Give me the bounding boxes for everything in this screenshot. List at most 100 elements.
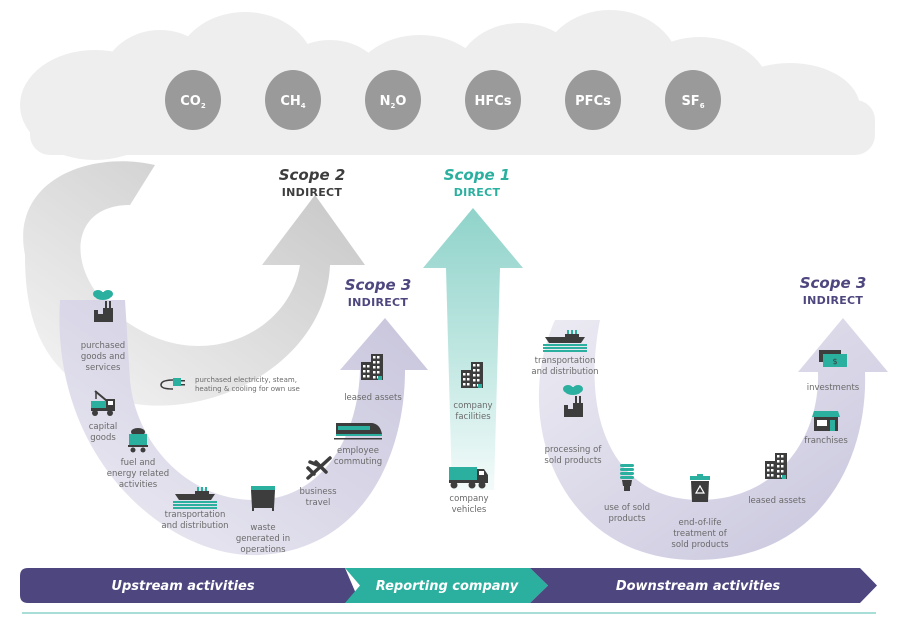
scope3-downstream-title: Scope 3 — [800, 274, 867, 292]
gas-bubble: N2O — [365, 70, 421, 130]
item-caption: transportation — [535, 356, 596, 366]
scope1-subtitle: DIRECT — [454, 186, 501, 199]
item-caption: transportation — [165, 510, 226, 520]
item-caption: fuel and — [121, 458, 156, 468]
item-caption: waste — [250, 523, 275, 533]
ship-icon — [173, 487, 217, 509]
item-caption: commuting — [334, 457, 382, 467]
band-reporting-label: Reporting company — [376, 579, 519, 594]
scope2-title: Scope 2 — [279, 166, 346, 184]
item-caption: purchased electricity, steam, — [195, 376, 297, 384]
gas-circle — [465, 70, 521, 130]
item-caption: goods and — [81, 352, 125, 362]
item-caption: company — [449, 494, 488, 504]
gas-circle — [265, 70, 321, 130]
train-icon — [334, 423, 382, 440]
item-caption: capital — [89, 422, 118, 432]
item-caption: sold products — [544, 456, 602, 466]
gas-formula: PFCs — [575, 94, 611, 109]
item-caption: business — [299, 487, 337, 497]
crane-truck-icon — [91, 390, 115, 416]
item-caption: and distribution — [531, 367, 598, 377]
item-caption: company — [453, 401, 492, 411]
recycle-bin-icon — [690, 474, 710, 502]
item-caption: generated in — [236, 534, 290, 544]
scope3-upstream-arrow — [59, 300, 428, 556]
downstream-item: $ investments — [807, 350, 860, 393]
gas-formula: N2O — [380, 94, 407, 110]
light-bulb-icon — [620, 464, 634, 491]
gas-circle — [165, 70, 221, 130]
item-caption: treatment of — [673, 529, 728, 539]
building-icon — [461, 362, 483, 388]
building-icon — [361, 354, 383, 380]
scope1-arrow — [423, 208, 523, 490]
gas-bubble: CH4 — [265, 70, 321, 130]
band-downstream-label: Downstream activities — [616, 579, 781, 594]
scope3-downstream-label: Scope 3 INDIRECT — [800, 274, 867, 307]
item-caption: use of sold — [604, 503, 650, 513]
gas-formula: HFCs — [474, 94, 511, 109]
band-upstream-label: Upstream activities — [111, 579, 254, 594]
item-caption: sold products — [671, 540, 729, 550]
band-reporting — [345, 568, 548, 603]
scope3-upstream-subtitle: INDIRECT — [348, 296, 409, 309]
item-caption: travel — [306, 498, 331, 508]
plug-icon — [160, 378, 185, 390]
gas-circle — [365, 70, 421, 130]
item-caption: products — [608, 514, 646, 524]
scope2-subtitle: INDIRECT — [282, 186, 343, 199]
gas-circle — [665, 70, 721, 130]
scope1-label: Scope 1 DIRECT — [444, 166, 511, 199]
cloud-bank — [20, 10, 875, 160]
gas-circle — [565, 70, 621, 130]
scope3-downstream-subtitle: INDIRECT — [803, 294, 864, 307]
item-caption: purchased — [81, 341, 125, 351]
item-caption: services — [86, 363, 121, 373]
item-caption: end-of-life — [679, 518, 722, 528]
item-caption: processing of — [545, 445, 603, 455]
ship-icon — [543, 330, 587, 352]
downstream-item: leased assets — [748, 453, 806, 506]
item-caption: leased assets — [748, 496, 806, 506]
upstream-item: leased assets — [344, 354, 402, 403]
item-caption: activities — [119, 480, 158, 490]
value-chain-band: Upstream activities Reporting company Do… — [20, 568, 877, 614]
item-caption: and distribution — [161, 521, 228, 531]
factory-icon — [93, 290, 113, 322]
band-upstream — [20, 568, 360, 603]
item-caption: vehicles — [452, 505, 487, 515]
factory-icon — [563, 385, 583, 417]
item-caption: heating & cooling for own use — [195, 385, 300, 393]
storefront-icon — [812, 411, 840, 431]
money-icon: $ — [819, 350, 847, 367]
fuel-cart-icon — [128, 428, 148, 453]
gas-formula: CH4 — [280, 94, 305, 110]
item-caption: investments — [807, 383, 860, 393]
scope3-upstream-title: Scope 3 — [345, 276, 412, 294]
scope3-upstream-label: Scope 3 INDIRECT — [345, 276, 412, 309]
truck-icon — [449, 467, 488, 489]
gas-bubble: PFCs — [565, 70, 621, 130]
airplane-icon — [306, 456, 332, 480]
scope2-label: Scope 2 INDIRECT — [279, 166, 346, 199]
downstream-item: franchises — [804, 411, 848, 446]
scope3-downstream-arrow — [538, 318, 888, 560]
item-caption: energy related — [107, 469, 169, 479]
dumpster-icon — [251, 486, 275, 511]
